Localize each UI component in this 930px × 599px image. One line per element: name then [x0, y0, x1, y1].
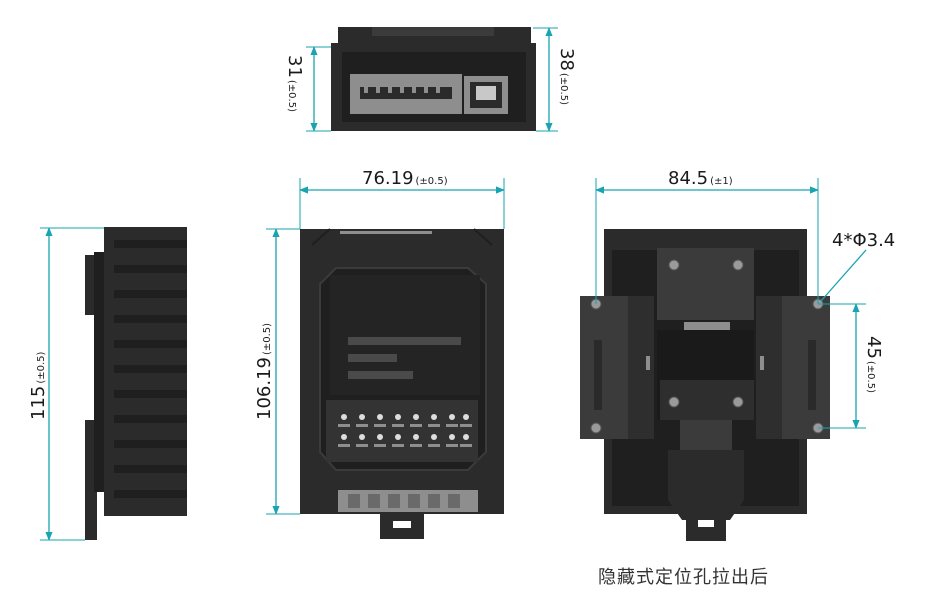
- dim-side-height-value: 115: [28, 386, 49, 420]
- front-view: 76.19(±0.5) 106.19(±0.5): [254, 168, 505, 539]
- dim-front-width-value: 76.19: [362, 168, 414, 189]
- rail-clip-left: [580, 296, 654, 439]
- dim-top-left-value: 31: [284, 55, 305, 78]
- rj45-port: [464, 76, 508, 114]
- rail-clip-right: [756, 296, 830, 439]
- dim-top-left-tolerance: (±0.5): [286, 80, 297, 112]
- dim-back-width-value: 84.5: [668, 168, 708, 189]
- dim-hole-spacing-tolerance: (±0.5): [865, 361, 876, 393]
- side-view: 115 (±0.5): [28, 227, 187, 541]
- bottom-terminal: [338, 490, 478, 539]
- svg-text:115(±0.5): 115 (±0.5): [28, 351, 49, 420]
- dim-front-width-tolerance: (±0.5): [416, 176, 448, 187]
- dim-front-height-value: 106.19: [254, 357, 275, 420]
- dim-back-width-tolerance: (±1): [710, 176, 733, 187]
- top-view: 31 (±0.5) 38 (±0.5): [284, 27, 577, 132]
- svg-text:31(±0.5): 31 (±0.5): [284, 55, 305, 112]
- dim-front-height-tolerance: (±0.5): [262, 323, 273, 355]
- svg-text:76.19(±0.5): 76.19(±0.5): [362, 168, 448, 189]
- dim-top-right-tolerance: (±0.5): [558, 73, 569, 105]
- dim-top-right-value: 38: [556, 48, 577, 71]
- svg-text:45(±0.5): 45 (±0.5): [863, 336, 884, 393]
- din-clip: [668, 420, 744, 541]
- svg-text:84.5(±1): 84.5(±1): [668, 168, 733, 189]
- dim-side-height-tolerance: (±0.5): [36, 351, 47, 383]
- terminal-block: [350, 74, 462, 114]
- hole-callout-label: 4*Φ3.4: [832, 230, 895, 251]
- dim-hole-spacing-value: 45: [863, 336, 884, 359]
- status-leds: [341, 414, 469, 440]
- back-view: 84.5(±1) 4*Φ3.4 45 (±0.5): [580, 168, 895, 541]
- svg-text:106.19(±0.5): 106.19 (±0.5): [254, 323, 275, 420]
- back-view-caption: 隐藏式定位孔拉出后: [598, 567, 769, 588]
- svg-text:38(±0.5): 38 (±0.5): [556, 48, 577, 105]
